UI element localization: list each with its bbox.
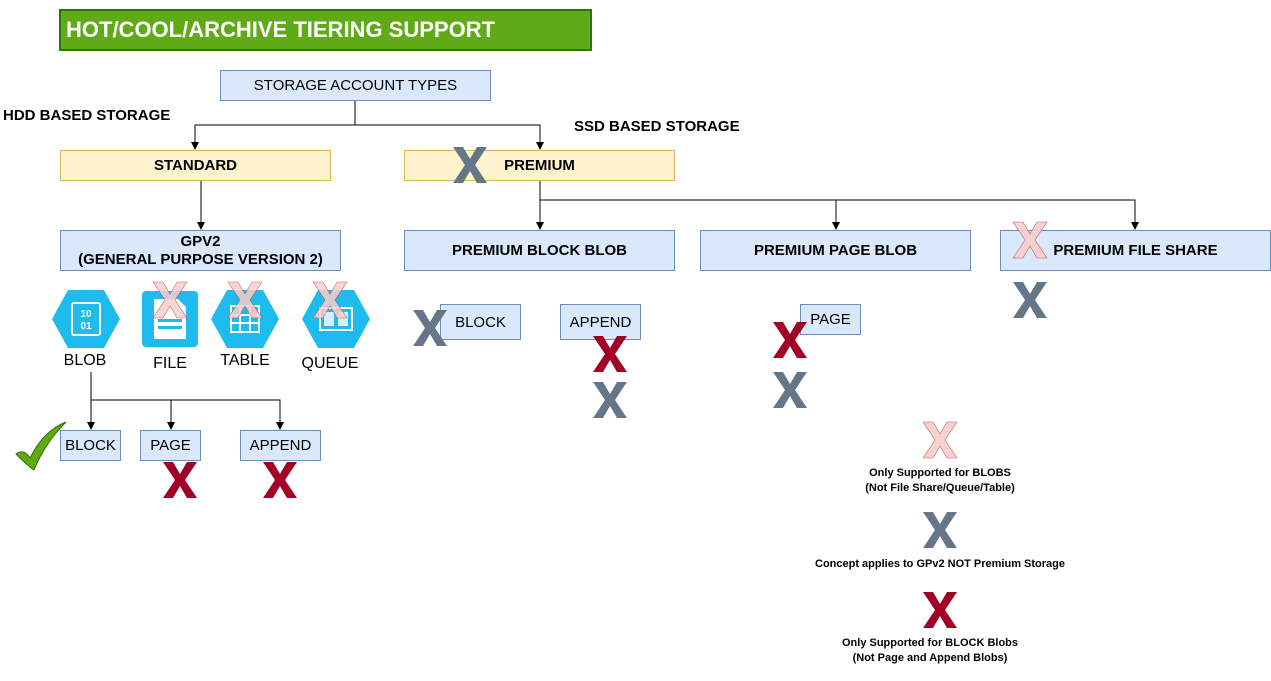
blob-append-box: APPEND <box>240 430 321 461</box>
legend-red-text: Only Supported for BLOCK Blobs (Not Page… <box>780 636 1080 666</box>
gray-x-icon <box>453 147 487 183</box>
premium-page-box: PAGE <box>800 304 861 335</box>
legend-gray-text: Concept applies to GPv2 NOT Premium Stor… <box>815 558 1065 570</box>
legend-red-line1: Only Supported for BLOCK Blobs <box>842 637 1018 649</box>
hdd-label: HDD BASED STORAGE <box>3 107 171 124</box>
queue-caption: QUEUE <box>301 355 359 372</box>
premium-page-blob-box: PREMIUM PAGE BLOB <box>700 230 971 271</box>
standard-box: STANDARD <box>60 150 331 181</box>
legend-gray-x-icon <box>923 512 957 548</box>
legend-pink-line2: (Not File Share/Queue/Table) <box>865 482 1015 494</box>
red-x-icon <box>163 462 197 498</box>
gpv2-line2: (GENERAL PURPOSE VERSION 2) <box>78 250 323 268</box>
blob-page-box: PAGE <box>140 430 201 461</box>
legend-pink-text: Only Supported for BLOBS (Not File Share… <box>790 466 1090 496</box>
premium-block-box: BLOCK <box>440 304 521 340</box>
ssd-label: SSD BASED STORAGE <box>574 118 740 135</box>
check-icon <box>15 421 67 471</box>
gray-x-icon <box>413 310 447 346</box>
pink-x-icon <box>227 281 263 319</box>
svg-text:10: 10 <box>80 309 92 320</box>
red-x-icon <box>773 322 807 358</box>
legend-pink-x-icon <box>922 421 958 459</box>
pink-x-icon <box>1012 221 1048 259</box>
premium-box: PREMIUM <box>404 150 675 181</box>
legend-red-line2: (Not Page and Append Blobs) <box>852 652 1008 664</box>
red-x-icon <box>593 336 627 372</box>
gpv2-box: GPV2 (GENERAL PURPOSE VERSION 2) <box>60 230 341 271</box>
pink-x-icon <box>312 281 348 319</box>
gpv2-line1: GPV2 <box>180 232 221 250</box>
file-caption: FILE <box>153 355 187 372</box>
legend-red-x-icon <box>923 592 957 628</box>
pink-x-icon <box>152 281 188 319</box>
queue-icon <box>302 290 370 348</box>
gray-x-icon <box>593 382 627 418</box>
svg-text:01: 01 <box>80 321 92 332</box>
red-x-icon <box>263 462 297 498</box>
gray-x-icon <box>773 372 807 408</box>
storage-account-types-box: STORAGE ACCOUNT TYPES <box>220 70 491 101</box>
blob-block-box: BLOCK <box>60 430 121 461</box>
blob-caption: BLOB <box>63 352 107 369</box>
blob-icon: 10 01 <box>52 290 120 348</box>
gray-x-icon <box>1013 282 1047 318</box>
table-caption: TABLE <box>220 352 270 369</box>
legend-pink-line1: Only Supported for BLOBS <box>869 467 1011 479</box>
premium-block-blob-box: PREMIUM BLOCK BLOB <box>404 230 675 271</box>
page-title: HOT/COOL/ARCHIVE TIERING SUPPORT <box>59 9 592 51</box>
